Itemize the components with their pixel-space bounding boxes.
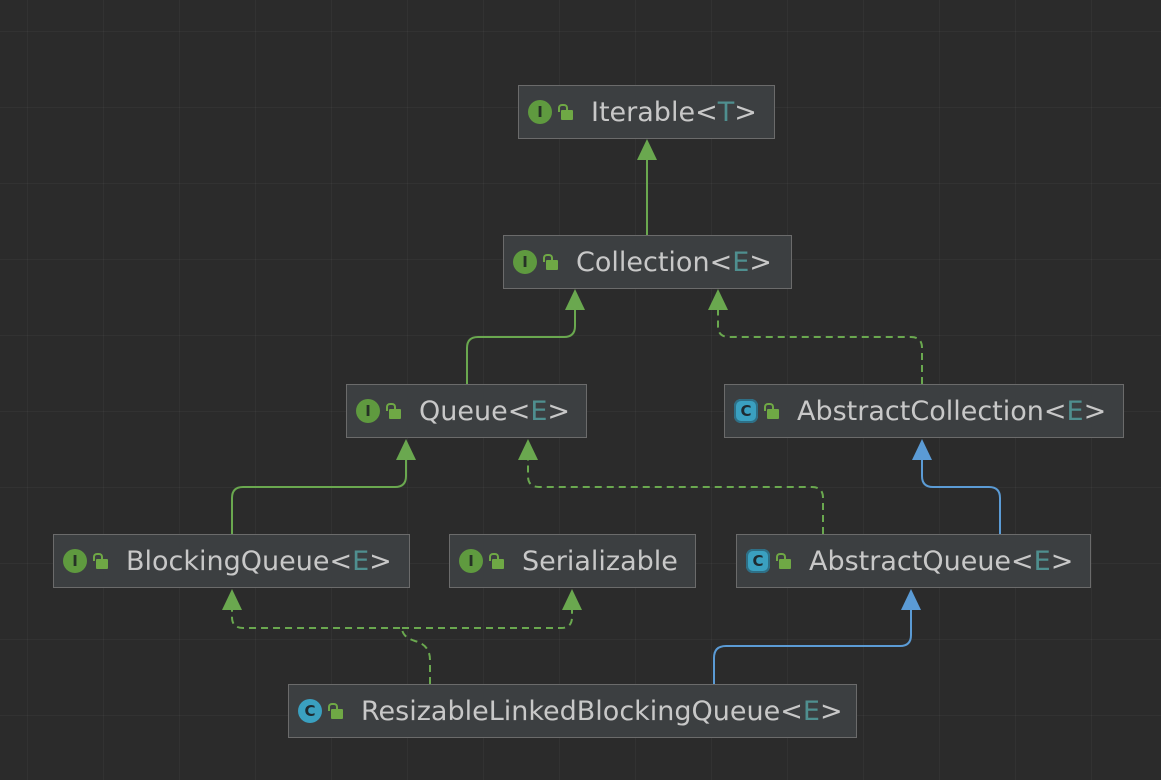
interface-icon: I (459, 549, 483, 573)
node-collection[interactable]: I Collection<E> (503, 235, 792, 289)
node-resizable-linked-blocking-queue[interactable]: C ResizableLinkedBlockingQueue<E> (288, 684, 857, 738)
public-lock-icon (764, 403, 779, 419)
public-lock-icon (386, 403, 401, 419)
edge-resizable-serializable (402, 610, 573, 629)
interface-icon: I (63, 549, 87, 573)
type-open: < (780, 695, 803, 727)
arrowhead-serializable (562, 589, 582, 610)
node-name: Serializable (522, 545, 678, 577)
arrowhead-collection-right (708, 289, 728, 310)
class-icon: C (298, 699, 322, 723)
node-name: AbstractQueue (809, 545, 1012, 577)
node-name: BlockingQueue (126, 545, 330, 577)
type-param: E (1066, 395, 1084, 427)
public-lock-icon (489, 553, 504, 569)
edge-resizable-blockingqueue (231, 610, 431, 684)
edge-blockingqueue-queue (231, 460, 407, 534)
type-param: E (530, 395, 548, 427)
abstract-class-icon: C (746, 549, 770, 573)
type-param: T (717, 96, 735, 128)
node-name: Queue (419, 395, 508, 427)
type-open: < (695, 96, 718, 128)
public-lock-icon (558, 104, 573, 120)
type-open: < (1043, 395, 1067, 427)
type-open: < (329, 545, 353, 577)
node-name: AbstractCollection (797, 395, 1044, 427)
edge-abstractcollection-collection (717, 310, 923, 384)
type-close: > (547, 395, 571, 427)
type-close: > (1083, 395, 1107, 427)
type-param: E (352, 545, 370, 577)
node-name: ResizableLinkedBlockingQueue (361, 695, 781, 727)
type-param: E (1033, 545, 1051, 577)
public-lock-icon (328, 703, 343, 719)
public-lock-icon (543, 254, 558, 270)
arrowhead-collection-left (565, 289, 585, 310)
public-lock-icon (776, 553, 791, 569)
type-close: > (734, 96, 757, 128)
node-serializable[interactable]: I Serializable (449, 534, 696, 588)
type-close: > (749, 246, 772, 278)
node-abstract-collection[interactable]: C AbstractCollection<E> (724, 384, 1124, 438)
node-iterable[interactable]: I Iterable<T> (518, 85, 775, 139)
interface-icon: I (356, 399, 380, 423)
type-close: > (819, 695, 843, 727)
abstract-class-icon: C (734, 399, 758, 423)
node-name: Collection (576, 246, 710, 278)
arrowhead-iterable (637, 139, 657, 160)
type-open: < (1011, 545, 1034, 577)
type-open: < (709, 246, 733, 278)
interface-icon: I (528, 100, 552, 124)
interface-icon: I (513, 250, 537, 274)
node-queue[interactable]: I Queue<E> (346, 384, 587, 438)
type-param: E (732, 246, 750, 278)
node-name: Iterable (591, 96, 696, 128)
type-open: < (507, 395, 531, 427)
arrowhead-abstractcollection (912, 439, 932, 460)
type-close: > (369, 545, 392, 577)
edge-resizable-abstractqueue (713, 610, 912, 684)
edge-queue-collection (466, 310, 576, 384)
arrowhead-blockingqueue (222, 589, 242, 610)
arrowhead-abstractqueue (901, 589, 921, 610)
node-abstract-queue[interactable]: C AbstractQueue<E> (736, 534, 1091, 588)
public-lock-icon (93, 553, 108, 569)
type-param: E (802, 695, 820, 727)
arrowhead-queue-right (518, 439, 538, 460)
arrowhead-queue-left (396, 439, 416, 460)
edge-abstractqueue-abstractcollection (921, 460, 1001, 534)
edge-abstractqueue-queue (527, 460, 824, 534)
node-blocking-queue[interactable]: I BlockingQueue<E> (53, 534, 410, 588)
type-close: > (1050, 545, 1074, 577)
